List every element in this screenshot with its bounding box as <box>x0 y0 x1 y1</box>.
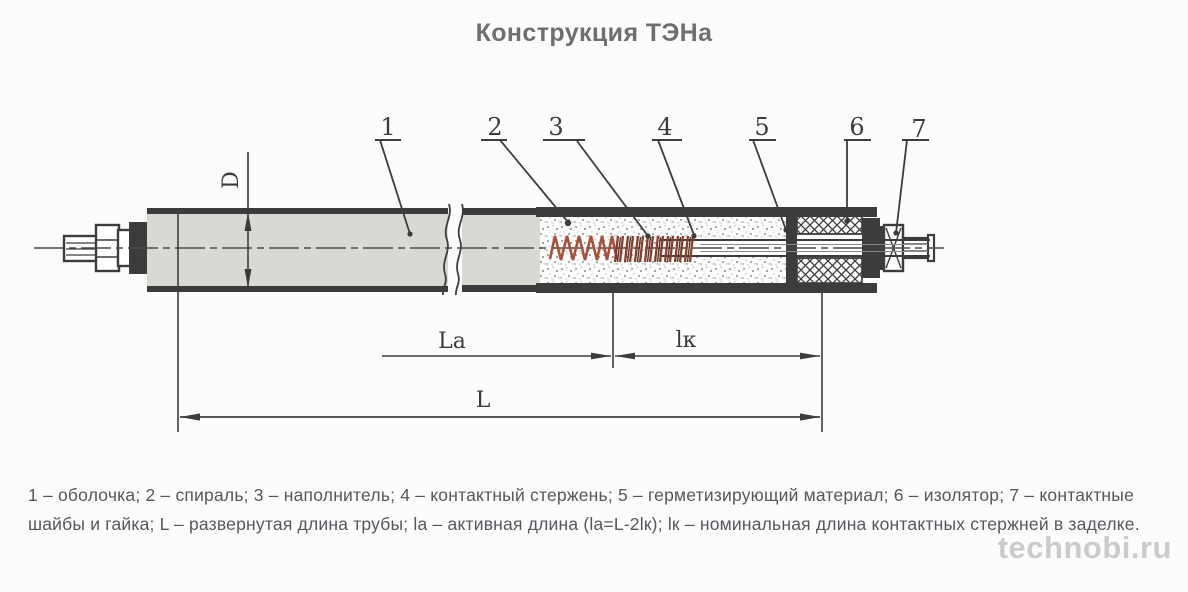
sealing-material <box>786 214 797 286</box>
insulator-channel-lines <box>797 233 862 259</box>
legend-text: 1 – оболочка; 2 – спираль; 3 – наполните… <box>28 485 1140 534</box>
tube-break <box>442 203 464 296</box>
dimension-label-total-length: L <box>476 388 491 413</box>
callout-label-1: 1 <box>380 113 395 141</box>
callout-label-5: 5 <box>754 113 769 141</box>
callout-label-2: 2 <box>487 113 502 141</box>
callout-6: 6 <box>844 113 871 224</box>
callouts: 1 2 3 4 <box>375 113 929 239</box>
callout-label-6: 6 <box>849 113 864 141</box>
callout-4: 4 <box>652 113 697 239</box>
callout-3: 3 <box>543 113 651 239</box>
dimension-diameter: D <box>219 152 252 291</box>
extension-lines <box>177 209 823 432</box>
watermark: technobi.ru <box>997 530 1172 565</box>
contact-rod-lines <box>660 239 930 257</box>
dimension-active-length: Lа <box>382 329 611 360</box>
diagram-title: Конструкция ТЭНа <box>475 19 713 47</box>
callout-label-4: 4 <box>657 113 672 141</box>
callout-label-3: 3 <box>548 113 563 141</box>
dimension-label-diameter: D <box>219 171 244 189</box>
callout-1: 1 <box>375 113 413 237</box>
tube-shell <box>147 208 542 292</box>
callout-2: 2 <box>481 113 572 227</box>
dimension-label-contact-length: lк <box>676 328 697 353</box>
callout-7: 7 <box>893 115 929 236</box>
heating-spiral <box>548 235 695 263</box>
dimension-label-active-length: Lа <box>438 329 466 354</box>
dimension-total-length: L <box>180 388 820 421</box>
callout-5: 5 <box>749 113 789 233</box>
callout-label-7: 7 <box>911 115 926 143</box>
dimension-contact-length: lк <box>615 328 820 360</box>
